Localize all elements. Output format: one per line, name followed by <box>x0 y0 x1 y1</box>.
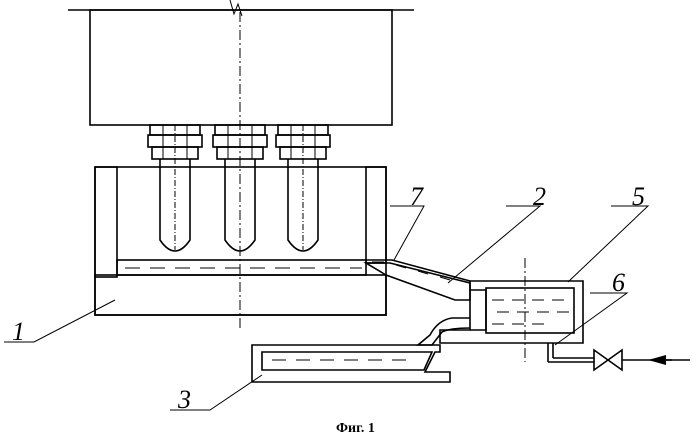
valve-icon <box>594 350 622 370</box>
callout-5: 5 <box>632 182 645 211</box>
callout-7: 7 <box>410 182 424 211</box>
receiving-vessel <box>440 258 583 362</box>
gas-supply-line <box>548 343 690 370</box>
callout-1: 1 <box>12 317 25 346</box>
callout-6: 6 <box>612 268 625 297</box>
top-housing <box>68 0 414 125</box>
callout-3: 3 <box>177 385 191 414</box>
drain-spout <box>418 318 470 345</box>
arrow-left-icon <box>648 355 690 365</box>
outflow-channel <box>366 260 470 300</box>
figure-caption: Фиг. 1 <box>336 421 375 436</box>
leader-lines <box>4 206 648 410</box>
collection-tray <box>252 345 450 382</box>
callout-2: 2 <box>533 182 546 211</box>
crucible-body <box>95 12 386 330</box>
